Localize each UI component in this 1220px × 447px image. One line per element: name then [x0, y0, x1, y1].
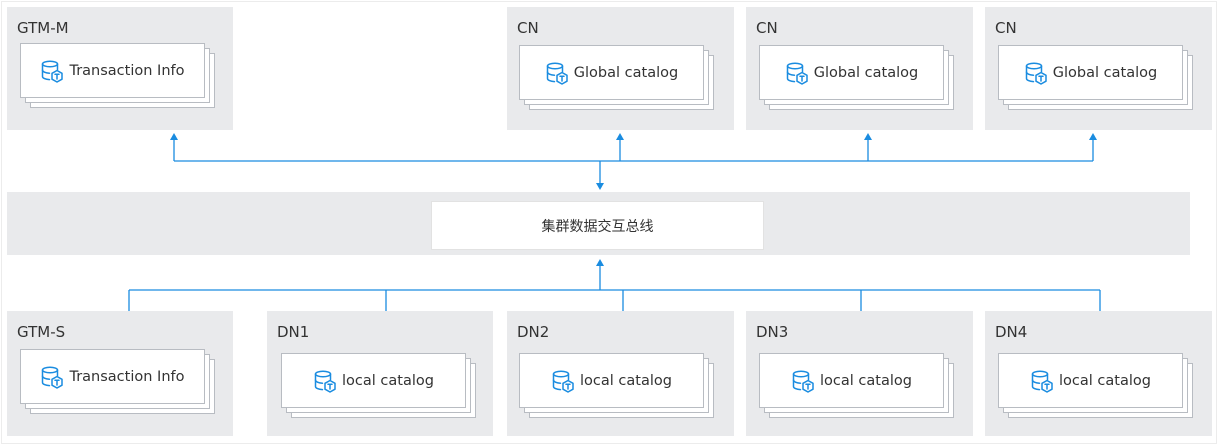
- node-cn-1: CN Global catalog: [507, 7, 734, 130]
- local-catalog-card: local catalog: [281, 353, 466, 408]
- node-gtm-s: GTM-S Transaction Info: [7, 311, 233, 436]
- local-catalog-card: local catalog: [998, 353, 1183, 408]
- node-cn-3: CN Global catalog: [985, 7, 1212, 130]
- node-gtm-m: GTM-M Transaction Info: [7, 7, 233, 130]
- node-dn1: DN1 local catalog: [267, 311, 493, 436]
- database-icon: [1030, 369, 1054, 393]
- node-dn2: DN2 local catalog: [507, 311, 734, 436]
- cluster-bus-label: 集群数据交互总线: [541, 218, 654, 235]
- node-cn-2: CN Global catalog: [746, 7, 973, 130]
- node-title: CN: [756, 19, 778, 37]
- global-catalog-card: Global catalog: [759, 45, 944, 100]
- database-icon: [1024, 61, 1048, 85]
- up-arrow-head: [1089, 133, 1097, 140]
- card-label: local catalog: [1059, 372, 1151, 389]
- card-label: local catalog: [580, 372, 672, 389]
- local-catalog-card: local catalog: [759, 353, 944, 408]
- node-title: DN4: [995, 323, 1028, 341]
- card-label: Transaction Info: [69, 368, 185, 385]
- card-label: local catalog: [820, 372, 912, 389]
- database-icon: [785, 61, 809, 85]
- transaction-info-card: Transaction Info: [20, 349, 205, 404]
- node-title: DN1: [277, 323, 310, 341]
- local-catalog-card: local catalog: [519, 353, 704, 408]
- global-catalog-card: Global catalog: [519, 45, 704, 100]
- database-icon: [40, 365, 64, 389]
- transaction-info-card: Transaction Info: [20, 43, 205, 98]
- global-catalog-card: Global catalog: [998, 45, 1183, 100]
- node-title: CN: [517, 19, 539, 37]
- node-dn3: DN3 local catalog: [746, 311, 973, 436]
- database-icon: [40, 59, 64, 83]
- node-title: DN3: [756, 323, 789, 341]
- database-icon: [313, 369, 337, 393]
- card-label: Global catalog: [1052, 64, 1158, 81]
- up-arrow-head: [616, 133, 624, 140]
- cluster-bus-card: 集群数据交互总线: [431, 201, 764, 250]
- node-title: GTM-M: [17, 19, 69, 37]
- database-icon: [791, 369, 815, 393]
- database-icon: [551, 369, 575, 393]
- down-arrow-head: [596, 183, 604, 190]
- card-label: local catalog: [342, 372, 434, 389]
- node-dn4: DN4 local catalog: [985, 311, 1212, 436]
- node-title: DN2: [517, 323, 550, 341]
- node-title: GTM-S: [17, 323, 66, 341]
- card-label: Transaction Info: [69, 62, 185, 79]
- up-arrow-head: [864, 133, 872, 140]
- card-label: Global catalog: [813, 64, 919, 81]
- card-label: Global catalog: [573, 64, 679, 81]
- node-title: CN: [995, 19, 1017, 37]
- database-icon: [545, 61, 569, 85]
- up-arrow-head: [596, 259, 604, 266]
- up-arrow-head: [170, 133, 178, 140]
